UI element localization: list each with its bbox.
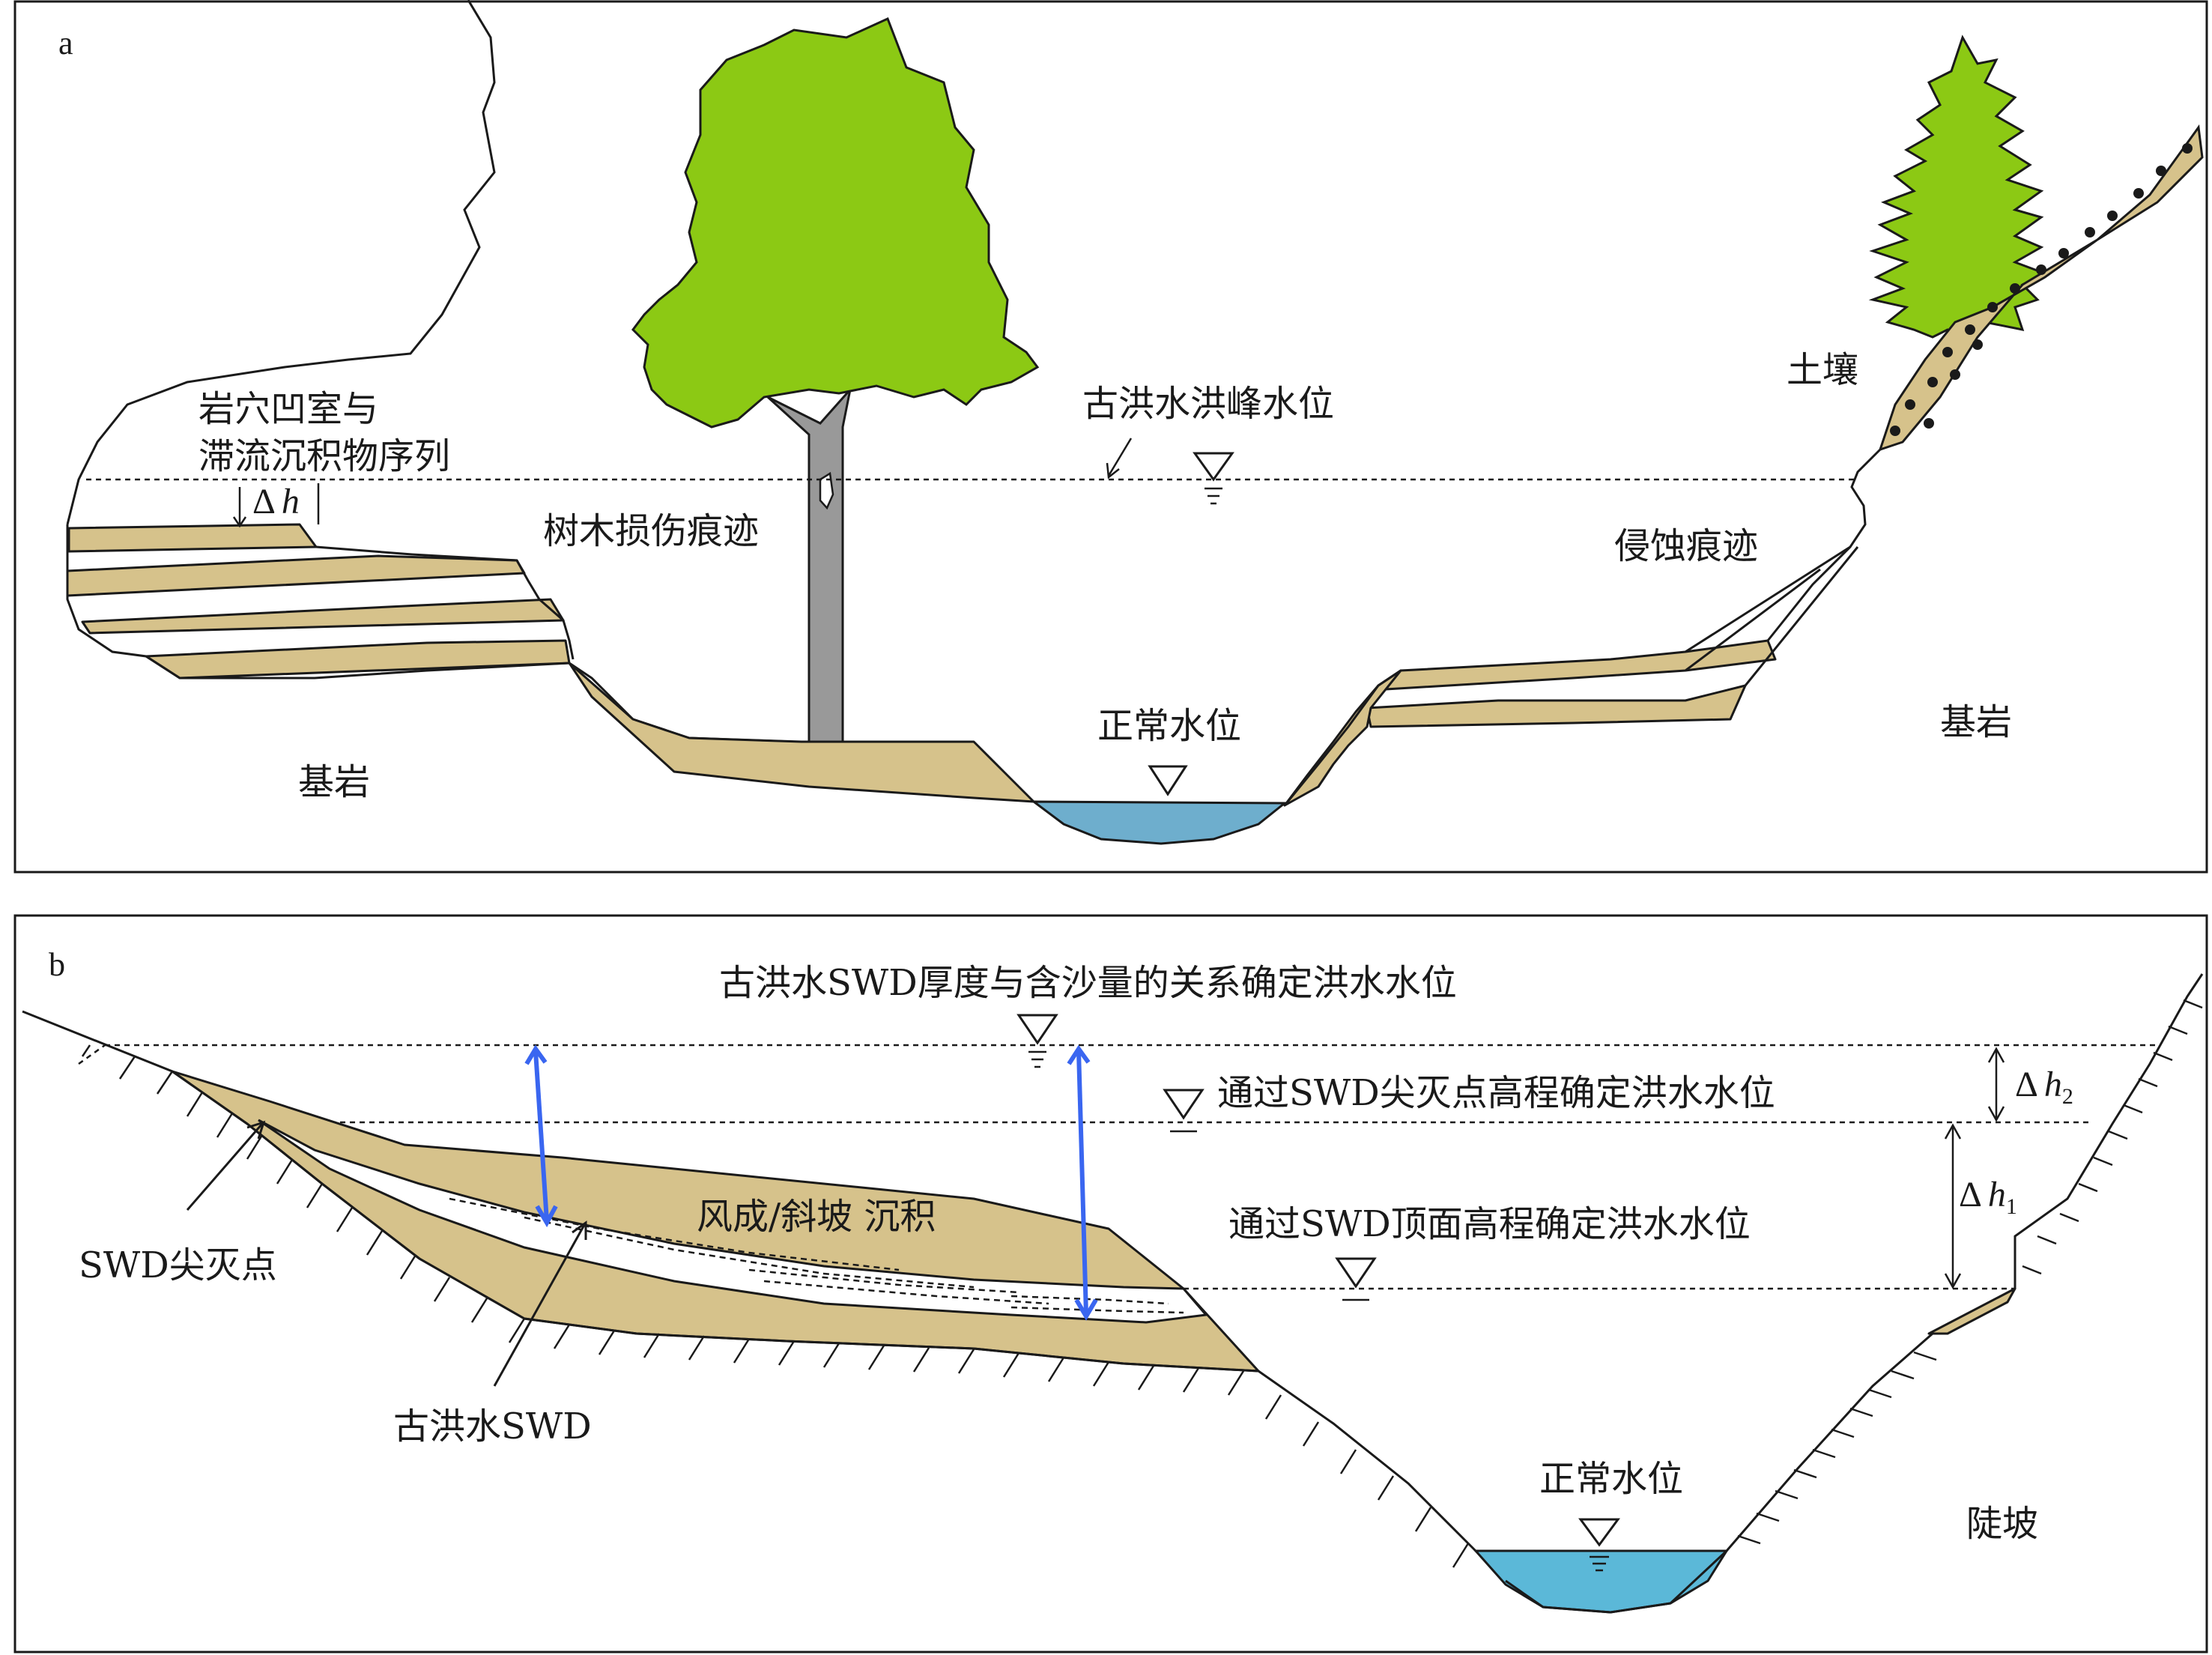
alcove-layer xyxy=(66,554,526,597)
stage-triangle-3 xyxy=(1335,1257,1377,1301)
alcove-sediment-sequence xyxy=(66,523,974,743)
swd-dash-lines xyxy=(449,1197,1184,1314)
normal-water-triangle-b xyxy=(1578,1518,1620,1572)
tree-damage-label: 树木损伤痕迹 xyxy=(543,510,759,552)
paleoflood-swd-label: 古洪水SWD xyxy=(393,1406,592,1447)
normal-water-label-b: 正常水位 xyxy=(1539,1458,1683,1500)
stage-method-2-label: 通过SWD尖灭点高程确定洪水水位 xyxy=(1217,1072,1775,1114)
panel-b-frame xyxy=(13,914,2208,1654)
stage-method-3-label: 通过SWD顶面高程确定洪水水位 xyxy=(1228,1203,1751,1245)
bedrock-left-label: 基岩 xyxy=(298,761,370,803)
pinchout-pointer xyxy=(186,1120,266,1211)
normal-water-triangle-a xyxy=(1148,765,1188,796)
panel-a-frame xyxy=(13,0,2208,874)
soil-label: 土壤 xyxy=(1787,349,1858,391)
steep-slope-label: 陡坡 xyxy=(1966,1503,2038,1545)
stage-triangle-2 xyxy=(1163,1089,1205,1133)
channel-bed-b xyxy=(1505,1549,1728,1614)
alcove-right-edge xyxy=(315,545,575,660)
panel-b-letter: b xyxy=(49,946,65,983)
paleoflood-peak-label: 古洪水洪峰水位 xyxy=(1082,383,1334,425)
panel-a: a xyxy=(13,0,2208,874)
bedrock-right-label: 基岩 xyxy=(1940,701,2012,743)
conifer-tree xyxy=(1868,34,2048,339)
delta-h1-arrow xyxy=(1944,1123,1962,1289)
left-cliff-outline xyxy=(66,0,496,525)
erosion-label: 侵蚀痕迹 xyxy=(1614,525,1758,567)
channel-water-b xyxy=(1473,1549,1729,1614)
tree-damage-scar xyxy=(819,471,834,510)
alcove-label-line2: 滞流沉积物序列 xyxy=(199,435,450,477)
alcove-label-line1: 岩穴凹室与 xyxy=(199,388,378,430)
right-terrace-layer-lower xyxy=(1366,684,1747,728)
swd-pointer xyxy=(493,1220,587,1387)
panel-b: b xyxy=(13,914,2208,1654)
peak-label-arrow xyxy=(1106,438,1133,479)
erosion-lines xyxy=(1685,545,1859,686)
thickness-arrow-right xyxy=(1067,1044,1098,1321)
tree-canopy xyxy=(631,16,1040,429)
stage-triangle-1 xyxy=(1016,1014,1058,1068)
paleoflood-swd-layer xyxy=(258,1119,1208,1324)
soil-gravel xyxy=(1890,143,2193,436)
left-slope-ground xyxy=(22,1010,1507,1582)
alcove-layer xyxy=(81,598,565,635)
alcove-layer xyxy=(67,523,318,553)
right-steep-slope xyxy=(1725,973,2204,1552)
right-wall-outline xyxy=(1766,448,1882,641)
delta-h2-arrow xyxy=(1987,1047,2005,1122)
normal-water-label-a: 正常水位 xyxy=(1097,705,1241,747)
slope-tick-dash xyxy=(81,1044,91,1057)
delta-h-arrow xyxy=(232,487,247,528)
thickness-arrow-left xyxy=(524,1044,558,1228)
right-terrace-layer-upper xyxy=(1384,639,1777,691)
alcove-layer xyxy=(145,639,571,680)
panel-a-letter: a xyxy=(58,25,73,61)
channel-water xyxy=(1030,800,1288,845)
stage-method-1-label: 古洪水SWD厚度与含沙量的关系确定洪水水位 xyxy=(719,962,1457,1004)
right-small-deposit xyxy=(1927,1287,2016,1335)
right-bank-outline xyxy=(1283,669,1402,806)
right-hatching xyxy=(1737,999,2203,1545)
tree-trunk xyxy=(766,385,852,743)
peak-stage-triangle xyxy=(1193,452,1234,505)
pinchout-label: SWD尖灭点 xyxy=(79,1244,277,1286)
left-bank-sediment xyxy=(568,662,1035,803)
aeolian-deposit-label: 风成/斜坡 沉积 xyxy=(697,1196,936,1238)
ground-hatching xyxy=(118,1056,1470,1568)
